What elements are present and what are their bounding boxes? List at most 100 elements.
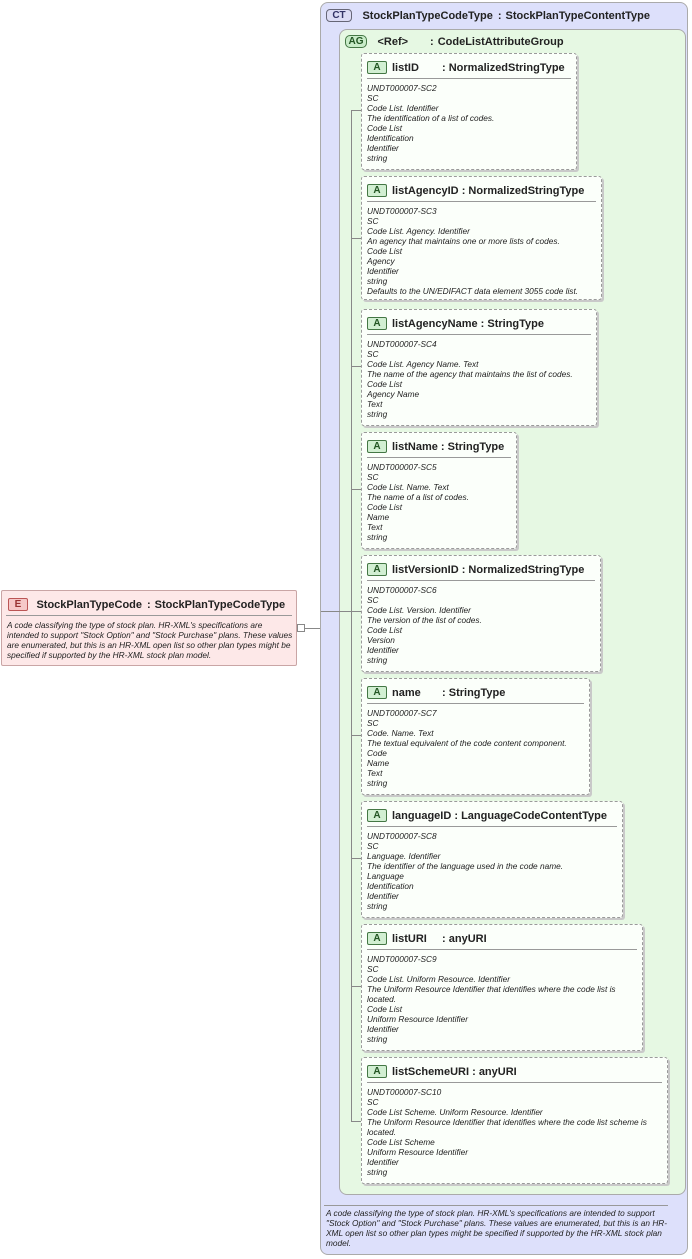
doc-line: Agency (367, 256, 395, 266)
element-divider (6, 615, 292, 616)
attribute-type-separator: : (442, 932, 449, 945)
attribute-divider (367, 580, 595, 581)
attribute-divider (367, 78, 571, 79)
doc-line: The Uniform Resource Identifier that ide… (367, 1117, 647, 1137)
doc-line: Uniform Resource Identifier (367, 1014, 468, 1024)
attribute-name: listURI (392, 932, 427, 945)
element-stockplantypecode[interactable]: E StockPlanTypeCode:StockPlanTypeCodeTyp… (1, 590, 297, 666)
tree-branch (351, 110, 361, 111)
element-type-separator: : (147, 598, 151, 611)
attribute-name: listVersionID (392, 563, 459, 576)
doc-line: Identification (367, 881, 414, 891)
attribute-badge-icon: A (367, 686, 387, 700)
tree-branch (351, 489, 361, 490)
doc-line: Uniform Resource Identifier (367, 1147, 468, 1157)
element-badge-icon: E (8, 598, 28, 612)
doc-line: string (367, 276, 388, 286)
doc-line: Code List. Identifier (367, 103, 439, 113)
attribute-divider (367, 334, 591, 335)
attribute-type-separator: : (437, 440, 448, 453)
attribute-badge-icon: A (367, 1065, 387, 1079)
doc-line: Code List Scheme. Uniform Resource. Iden… (367, 1107, 543, 1117)
doc-line: Code List (367, 379, 403, 389)
doc-line: An agency that maintains one or more lis… (367, 236, 560, 246)
attribute-type: NormalizedStringType (468, 184, 585, 197)
attribute-type-separator: : (458, 184, 469, 197)
complex-type-header: CT StockPlanTypeCodeType:StockPlanTypeCo… (326, 7, 650, 25)
attribute-divider (367, 703, 584, 704)
tree-branch (351, 238, 361, 239)
element-documentation: A code classifying the type of stock pla… (7, 620, 293, 660)
doc-line: Identifier (367, 266, 399, 276)
attribute-group-name: CodeListAttributeGroup (437, 35, 564, 48)
tree-branch-main (321, 611, 361, 612)
doc-line: SC (367, 349, 379, 359)
doc-line: The textual equivalent of the code conte… (367, 738, 567, 748)
doc-line: SC (367, 93, 379, 103)
element-name: StockPlanTypeCode (36, 598, 142, 611)
attribute-badge-icon: A (367, 563, 387, 577)
attribute-doc: UNDT000007-SC2 SC Code List. Identifier … (367, 83, 572, 163)
doc-line: UNDT000007-SC9 (367, 954, 437, 964)
doc-line: Code List (367, 1004, 403, 1014)
attribute-type: StringType (448, 686, 506, 699)
attribute-doc: UNDT000007-SC3 SC Code List. Agency. Ide… (367, 206, 597, 296)
attribute-name: languageID (392, 809, 452, 822)
doc-line: string (367, 655, 388, 665)
doc-line: SC (367, 216, 379, 226)
doc-line: UNDT000007-SC3 (367, 206, 437, 216)
doc-line: Identifier (367, 1024, 399, 1034)
doc-line: Code List (367, 246, 403, 256)
doc-line: The Uniform Resource Identifier that ide… (367, 984, 616, 1004)
attribute-divider (367, 1082, 662, 1083)
expand-collapse-toggle[interactable] (297, 624, 305, 632)
complex-type-badge-icon: CT (326, 9, 352, 23)
doc-line: SC (367, 841, 379, 851)
doc-line: Code List Scheme (367, 1137, 435, 1147)
attribute-name-label: name (392, 686, 421, 699)
doc-line: Language. Identifier (367, 851, 441, 861)
attribute-badge-icon: A (367, 809, 387, 823)
attribute-type-separator: : (442, 686, 449, 699)
attribute-badge-icon: A (367, 440, 387, 454)
doc-line: UNDT000007-SC2 (367, 83, 437, 93)
doc-line: Code List. Agency. Identifier (367, 226, 470, 236)
doc-line: Text (367, 768, 383, 778)
doc-line: string (367, 532, 388, 542)
doc-line: Identifier (367, 143, 399, 153)
doc-line: Text (367, 399, 383, 409)
doc-line: string (367, 1167, 388, 1177)
element-type: StockPlanTypeCodeType (154, 598, 286, 611)
attribute-doc: UNDT000007-SC8 SC Language. Identifier T… (367, 831, 618, 911)
attribute-badge-icon: A (367, 61, 387, 75)
doc-line: The name of the agency that maintains th… (367, 369, 573, 379)
doc-line: Code List. Agency Name. Text (367, 359, 479, 369)
attribute-group-separator: : (430, 35, 434, 48)
attribute-divider (367, 949, 637, 950)
tree-branch (351, 858, 361, 859)
doc-line: Identification (367, 133, 414, 143)
doc-line: SC (367, 472, 379, 482)
attribute-group-ref: <Ref> (377, 35, 409, 48)
doc-line: SC (367, 595, 379, 605)
doc-line: The version of the list of codes. (367, 615, 482, 625)
attribute-divider (367, 201, 596, 202)
doc-line: UNDT000007-SC6 (367, 585, 437, 595)
doc-line: string (367, 409, 388, 419)
doc-line: Identifier (367, 645, 399, 655)
